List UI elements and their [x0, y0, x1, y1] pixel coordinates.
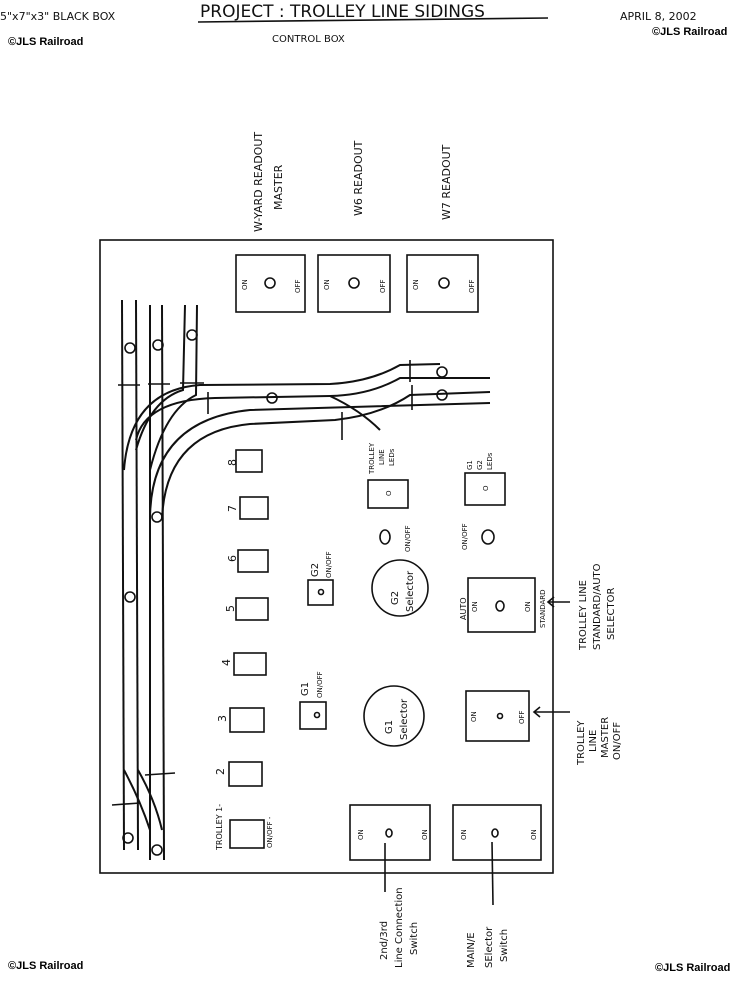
svg-text:ON: ON	[412, 279, 420, 290]
svg-text:ON: ON	[323, 279, 331, 290]
master-callout: TROLLEY	[576, 720, 587, 766]
svg-text:ON: ON	[460, 829, 468, 840]
svg-text:O: O	[482, 485, 490, 491]
svg-text:OFF: OFF	[379, 279, 387, 293]
g1g2-led-onoff-switch[interactable]	[481, 529, 495, 545]
line-connection-switch[interactable]: ON ON	[349, 804, 431, 861]
readout-label: MASTER	[272, 164, 285, 210]
g1g2-led-label: G1	[466, 460, 474, 470]
svg-text:ON: ON	[421, 829, 429, 840]
date: APRIL 8, 2002	[620, 10, 697, 23]
readout-switch-w7[interactable]: ON OFF	[406, 254, 479, 313]
trolley-switch-3[interactable]	[229, 707, 265, 733]
svg-text:OFF: OFF	[468, 279, 476, 293]
trolley-led-onoff-switch[interactable]	[379, 529, 391, 545]
auto-callout: TROLLEY LINE	[578, 580, 589, 651]
readout-switch-w6[interactable]: ON OFF	[317, 254, 391, 313]
master-callout: LINE	[588, 730, 599, 752]
svg-text:G2: G2	[390, 591, 401, 605]
svg-text:ON: ON	[470, 711, 478, 722]
project-title: PROJECT : TROLLEY LINE SIDINGS	[200, 2, 485, 22]
svg-text:8: 8	[226, 459, 239, 466]
watermark: ©JLS Railroad	[652, 26, 728, 38]
svg-text:3: 3	[216, 715, 229, 722]
trolley-master-onoff-switch[interactable]: ON OFF	[465, 690, 530, 742]
svg-text:6: 6	[226, 555, 239, 562]
watermark: ©JLS Railroad	[655, 962, 731, 974]
readout-label: W6 READOUT	[352, 140, 365, 216]
trolley-switch-1[interactable]	[229, 819, 265, 849]
control-box-outline	[99, 239, 554, 874]
svg-text:ON: ON	[241, 279, 249, 290]
svg-text:4: 4	[220, 659, 233, 666]
title-underline	[197, 17, 549, 23]
main-e-callout: SElector	[484, 926, 495, 968]
g1g2-led-label: LEDs	[486, 452, 494, 470]
svg-text:O: O	[385, 490, 393, 496]
svg-text:G1: G1	[384, 720, 395, 734]
svg-text:Selector: Selector	[405, 570, 416, 612]
g1-selector-knob[interactable]: G1 Selector	[363, 685, 425, 747]
trolley-led-label: TROLLEY	[368, 442, 376, 475]
watermark: ©JLS Railroad	[8, 960, 84, 972]
svg-text:Selector: Selector	[399, 698, 410, 740]
svg-text:5: 5	[224, 605, 237, 612]
standard-auto-selector-switch[interactable]: ON ON	[467, 577, 536, 633]
trolley-switch-7[interactable]	[239, 496, 269, 520]
g1-onoff-label: ON/OFF	[316, 671, 324, 698]
svg-text:OFF: OFF	[294, 279, 302, 293]
g1-onoff-switch[interactable]	[299, 701, 327, 730]
auto-callout: STANDARD/AUTO	[592, 563, 603, 650]
svg-text:7: 7	[226, 505, 239, 512]
g2-onoff-label: ON/OFF	[325, 551, 333, 578]
auto-callout: SELECTOR	[606, 587, 617, 640]
g2-selector-knob[interactable]: G2 Selector	[371, 559, 429, 617]
main-e-selector-switch[interactable]: ON ON	[452, 804, 542, 861]
trolley-switch-5[interactable]	[235, 597, 269, 621]
svg-text:OFF: OFF	[518, 710, 526, 724]
onoff-label: ON/OFF	[404, 525, 412, 552]
trolley-switch-4[interactable]	[233, 652, 267, 676]
g2-label: G2	[310, 563, 321, 577]
line-connection-callout: 2nd/3rd	[379, 921, 390, 960]
master-callout: ON/OFF	[612, 722, 623, 760]
standard-label: STANDARD	[539, 589, 547, 628]
svg-text:ON: ON	[524, 601, 532, 612]
auto-label: AUTO	[459, 597, 468, 620]
readout-label: W-YARD READOUT	[252, 132, 265, 232]
svg-text:ON: ON	[530, 829, 538, 840]
subtitle: CONTROL BOX	[272, 34, 345, 45]
trolley-led-label: LEDs	[388, 448, 396, 466]
watermark: ©JLS Railroad	[8, 36, 84, 48]
svg-text:TROLLEY 1-: TROLLEY 1-	[215, 804, 224, 851]
trolley-switch-2[interactable]	[228, 761, 263, 787]
g2-onoff-switch[interactable]	[307, 579, 334, 606]
trolley-switch-8[interactable]	[235, 449, 263, 473]
line-connection-callout: Line Connection	[394, 887, 405, 968]
svg-text:ON: ON	[471, 601, 479, 612]
g1g2-led-label: G2	[476, 460, 484, 470]
trolley-led-label: LINE	[378, 449, 386, 465]
main-e-callout: Switch	[499, 929, 510, 962]
main-e-callout: MAIN/E	[466, 932, 477, 968]
svg-text:ON: ON	[357, 829, 365, 840]
g1-label: G1	[300, 682, 311, 696]
trolley-switch-6[interactable]	[237, 549, 269, 573]
g1g2-led-panel: O	[464, 472, 506, 506]
svg-text:2: 2	[214, 768, 227, 775]
trolley-line-led-panel: O	[367, 479, 409, 509]
trolley-switches: 8 7 6 5 4 3 2 TROLLEY 1- ON/OFF -	[214, 449, 274, 851]
box-size: 5"x7"x3" BLACK BOX	[0, 10, 116, 23]
svg-text:ON/OFF -: ON/OFF -	[266, 816, 274, 848]
readout-label: W7 READOUT	[440, 144, 453, 220]
line-connection-callout: Switch	[409, 922, 420, 955]
track-diagram	[111, 299, 491, 861]
onoff-label: ON/OFF	[461, 523, 469, 550]
master-callout: MASTER	[600, 717, 611, 758]
readout-switch-wyard[interactable]: ON OFF	[235, 254, 306, 313]
